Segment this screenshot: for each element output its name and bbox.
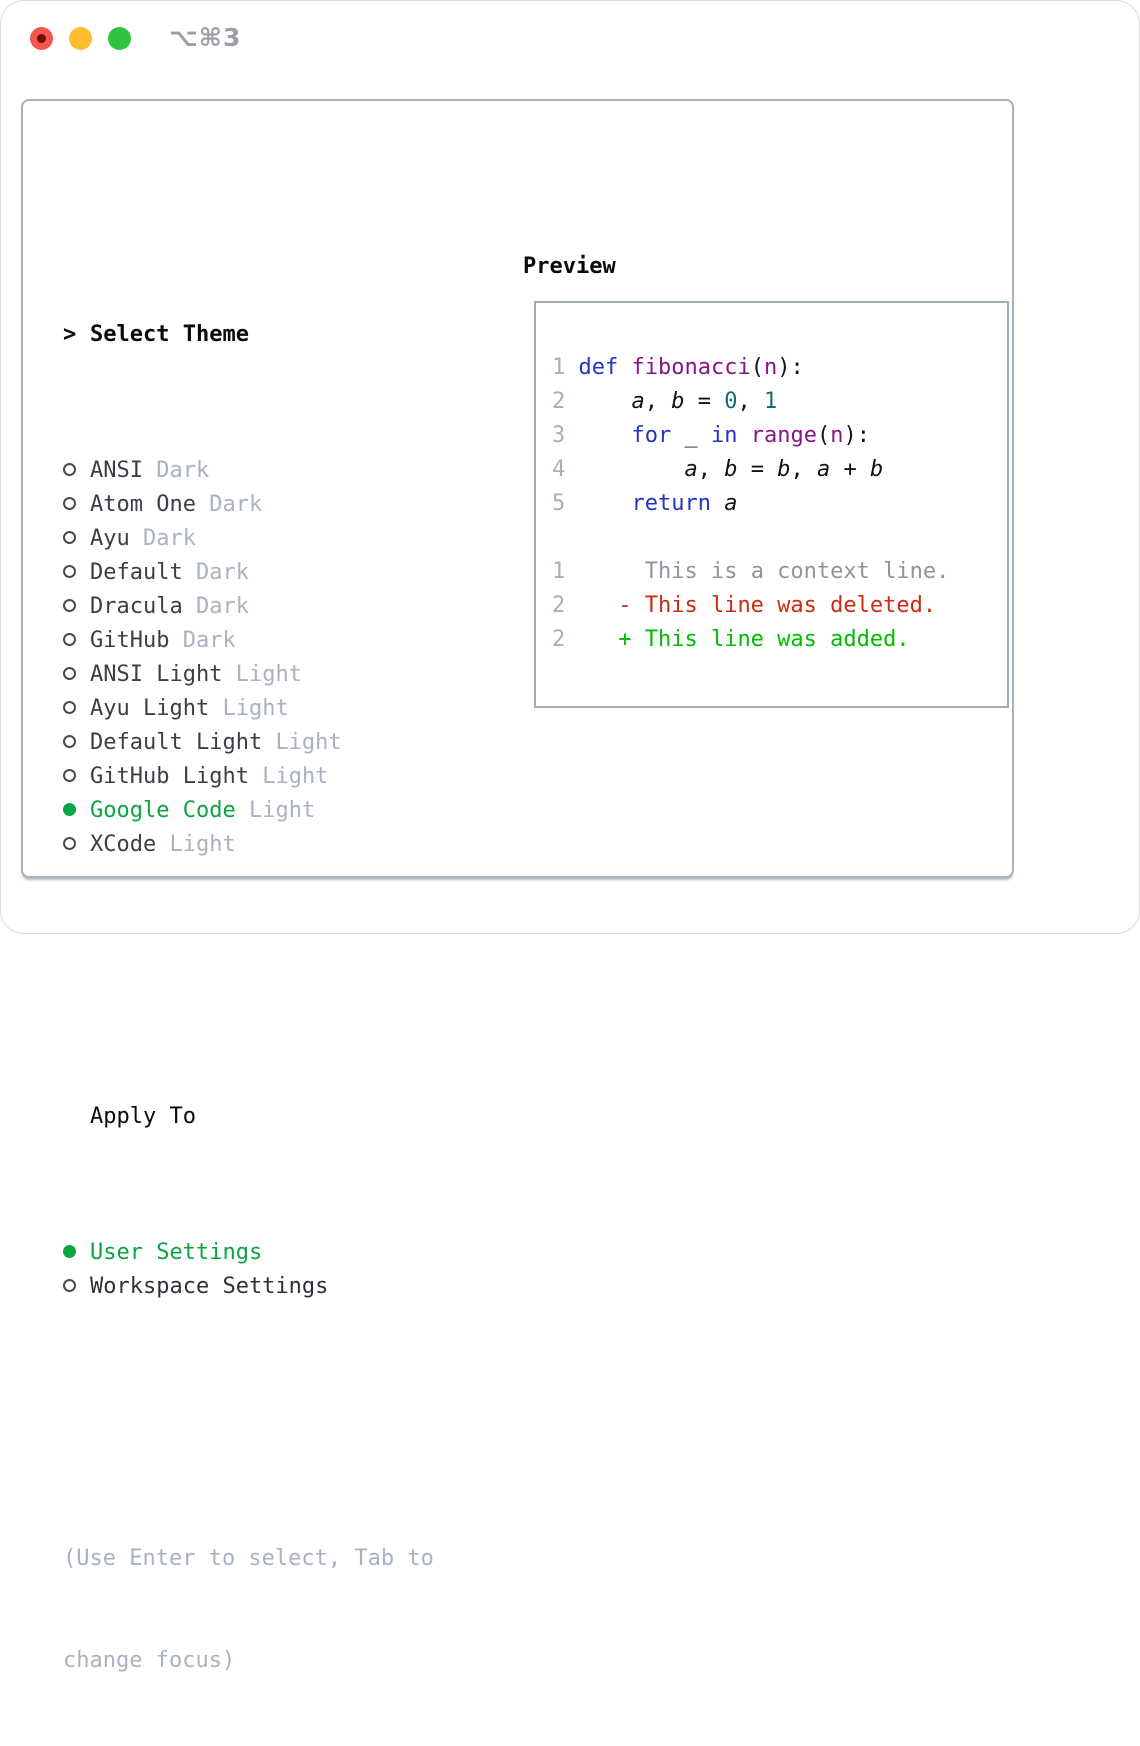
radio-selected-icon [63,1245,76,1258]
blank-line [552,521,949,555]
theme-option-label: Default Light [90,730,262,755]
theme-option-xcode[interactable]: XCode Light [63,828,434,862]
apply-option-label: User Settings [90,1240,262,1265]
diff-added-line: 2 + This line was added. [552,623,949,657]
theme-option-ansi-light[interactable]: ANSI Light Light [63,658,434,692]
theme-option-ayu[interactable]: Ayu Dark [63,522,434,556]
code-line: 5 return a [552,487,949,521]
preview-title: Preview [523,250,616,284]
theme-variant-tag: Light [222,696,288,721]
theme-option-github-light[interactable]: GitHub Light Light [63,760,434,794]
theme-option-label: XCode [90,832,156,857]
theme-variant-tag: Dark [209,492,262,517]
minimize-button[interactable] [69,27,92,50]
code-line: 1 def fibonacci(n): [552,351,949,385]
radio-icon [63,497,76,510]
theme-option-default-light[interactable]: Default Light Light [63,726,434,760]
theme-option-label: ANSI Light [90,662,222,687]
zoom-button[interactable] [108,27,131,50]
theme-variant-tag: Dark [183,628,236,653]
radio-icon [63,463,76,476]
apply-option-user-settings[interactable]: User Settings [63,1236,434,1270]
theme-option-ayu-light[interactable]: Ayu Light Light [63,692,434,726]
radio-icon [63,565,76,578]
theme-variant-tag: Dark [143,526,196,551]
theme-variant-tag: Light [249,798,315,823]
traffic-lights [30,27,131,50]
theme-option-github[interactable]: GitHub Dark [63,624,434,658]
spacer [63,964,434,998]
theme-option-dracula[interactable]: Dracula Dark [63,590,434,624]
radio-icon [63,599,76,612]
theme-option-atom-one[interactable]: Atom One Dark [63,488,434,522]
cursor-icon: > [63,318,90,352]
help-text-line-1: (Use Enter to select, Tab to [63,1542,434,1576]
apply-to-header: Apply To [63,1100,434,1134]
close-button[interactable] [30,27,53,50]
theme-variant-tag: Dark [156,458,209,483]
help-text-line-2: change focus) [63,1644,434,1678]
theme-option-label: Dracula [90,594,183,619]
theme-variant-tag: Light [262,764,328,789]
theme-option-label: GitHub Light [90,764,249,789]
theme-option-label: Ayu [90,526,130,551]
theme-option-label: Google Code [90,798,236,823]
spacer [63,1406,434,1440]
theme-list-header: >Select Theme [63,318,434,352]
radio-icon [63,1279,76,1292]
theme-option-label: GitHub [90,628,169,653]
radio-icon [63,769,76,782]
theme-option-label: Atom One [90,492,196,517]
radio-icon [63,667,76,680]
radio-icon [63,701,76,714]
apply-to-title: Apply To [90,1104,196,1129]
radio-icon [63,735,76,748]
code-line: 3 for _ in range(n): [552,419,949,453]
code-line: 2 a, b = 0, 1 [552,385,949,419]
theme-option-ansi[interactable]: ANSI Dark [63,454,434,488]
apply-option-workspace-settings[interactable]: Workspace Settings [63,1270,434,1304]
apply-option-label: Workspace Settings [90,1274,328,1299]
theme-variant-tag: Light [169,832,235,857]
radio-icon [63,837,76,850]
theme-variant-tag: Dark [196,594,249,619]
theme-variant-tag: Light [275,730,341,755]
window-title: ⌥⌘3 [169,23,241,53]
theme-option-default[interactable]: Default Dark [63,556,434,590]
code-line: 4 a, b = b, a + b [552,453,949,487]
theme-option-label: Ayu Light [90,696,209,721]
theme-option-label: Default [90,560,183,585]
radio-selected-icon [63,803,76,816]
radio-icon [63,633,76,646]
theme-list-title: Select Theme [90,322,249,347]
theme-variant-tag: Dark [196,560,249,585]
diff-context-line: 1 This is a context line. [552,555,949,589]
radio-icon [63,531,76,544]
theme-option-label: ANSI [90,458,143,483]
theme-variant-tag: Light [236,662,302,687]
diff-deleted-line: 2 - This line was deleted. [552,589,949,623]
theme-option-google-code[interactable]: Google Code Light [63,794,434,828]
